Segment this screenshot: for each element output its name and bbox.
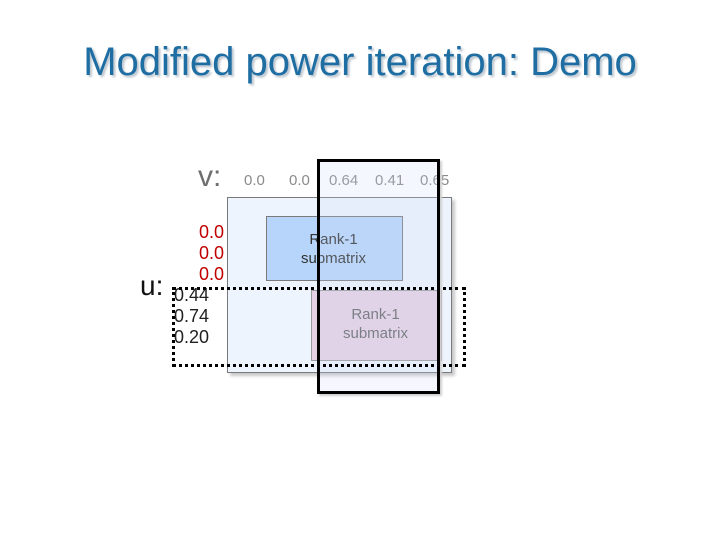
rank1-submatrix-pink-label: Rank-1 submatrix: [311, 305, 440, 343]
u-value: 0.0: [198, 264, 224, 284]
u-value: 0.0: [198, 222, 224, 242]
u-value: 0.20: [174, 327, 210, 347]
submatrix-1-line1: Rank-1: [309, 231, 358, 248]
v-value: 0.65: [420, 172, 450, 189]
u-value: 0.44: [174, 285, 210, 305]
slide-title: Modified power iteration: Demo: [83, 40, 637, 84]
v-value: 0.64: [329, 172, 359, 189]
v-vector-label: v:: [198, 160, 222, 193]
u-vector-label: u:: [140, 270, 164, 301]
submatrix-2-line2: submatrix: [342, 325, 409, 342]
v-value: 0.0: [289, 172, 310, 189]
v-value: 0.0: [244, 172, 265, 189]
v-value: 0.41: [375, 172, 405, 189]
u-value: 0.0: [198, 243, 224, 263]
v-column-highlight: [317, 159, 440, 394]
u-value: 0.74: [174, 306, 210, 326]
rank1-submatrix-blue: [266, 216, 403, 281]
u-row-highlight: [172, 287, 466, 367]
rank1-submatrix-pink: [311, 290, 442, 361]
submatrix-2-line1: Rank-1: [351, 306, 400, 323]
u-vector-values: 0.0 0.0 0.0 0.44 0.74 0.20: [172, 222, 224, 348]
